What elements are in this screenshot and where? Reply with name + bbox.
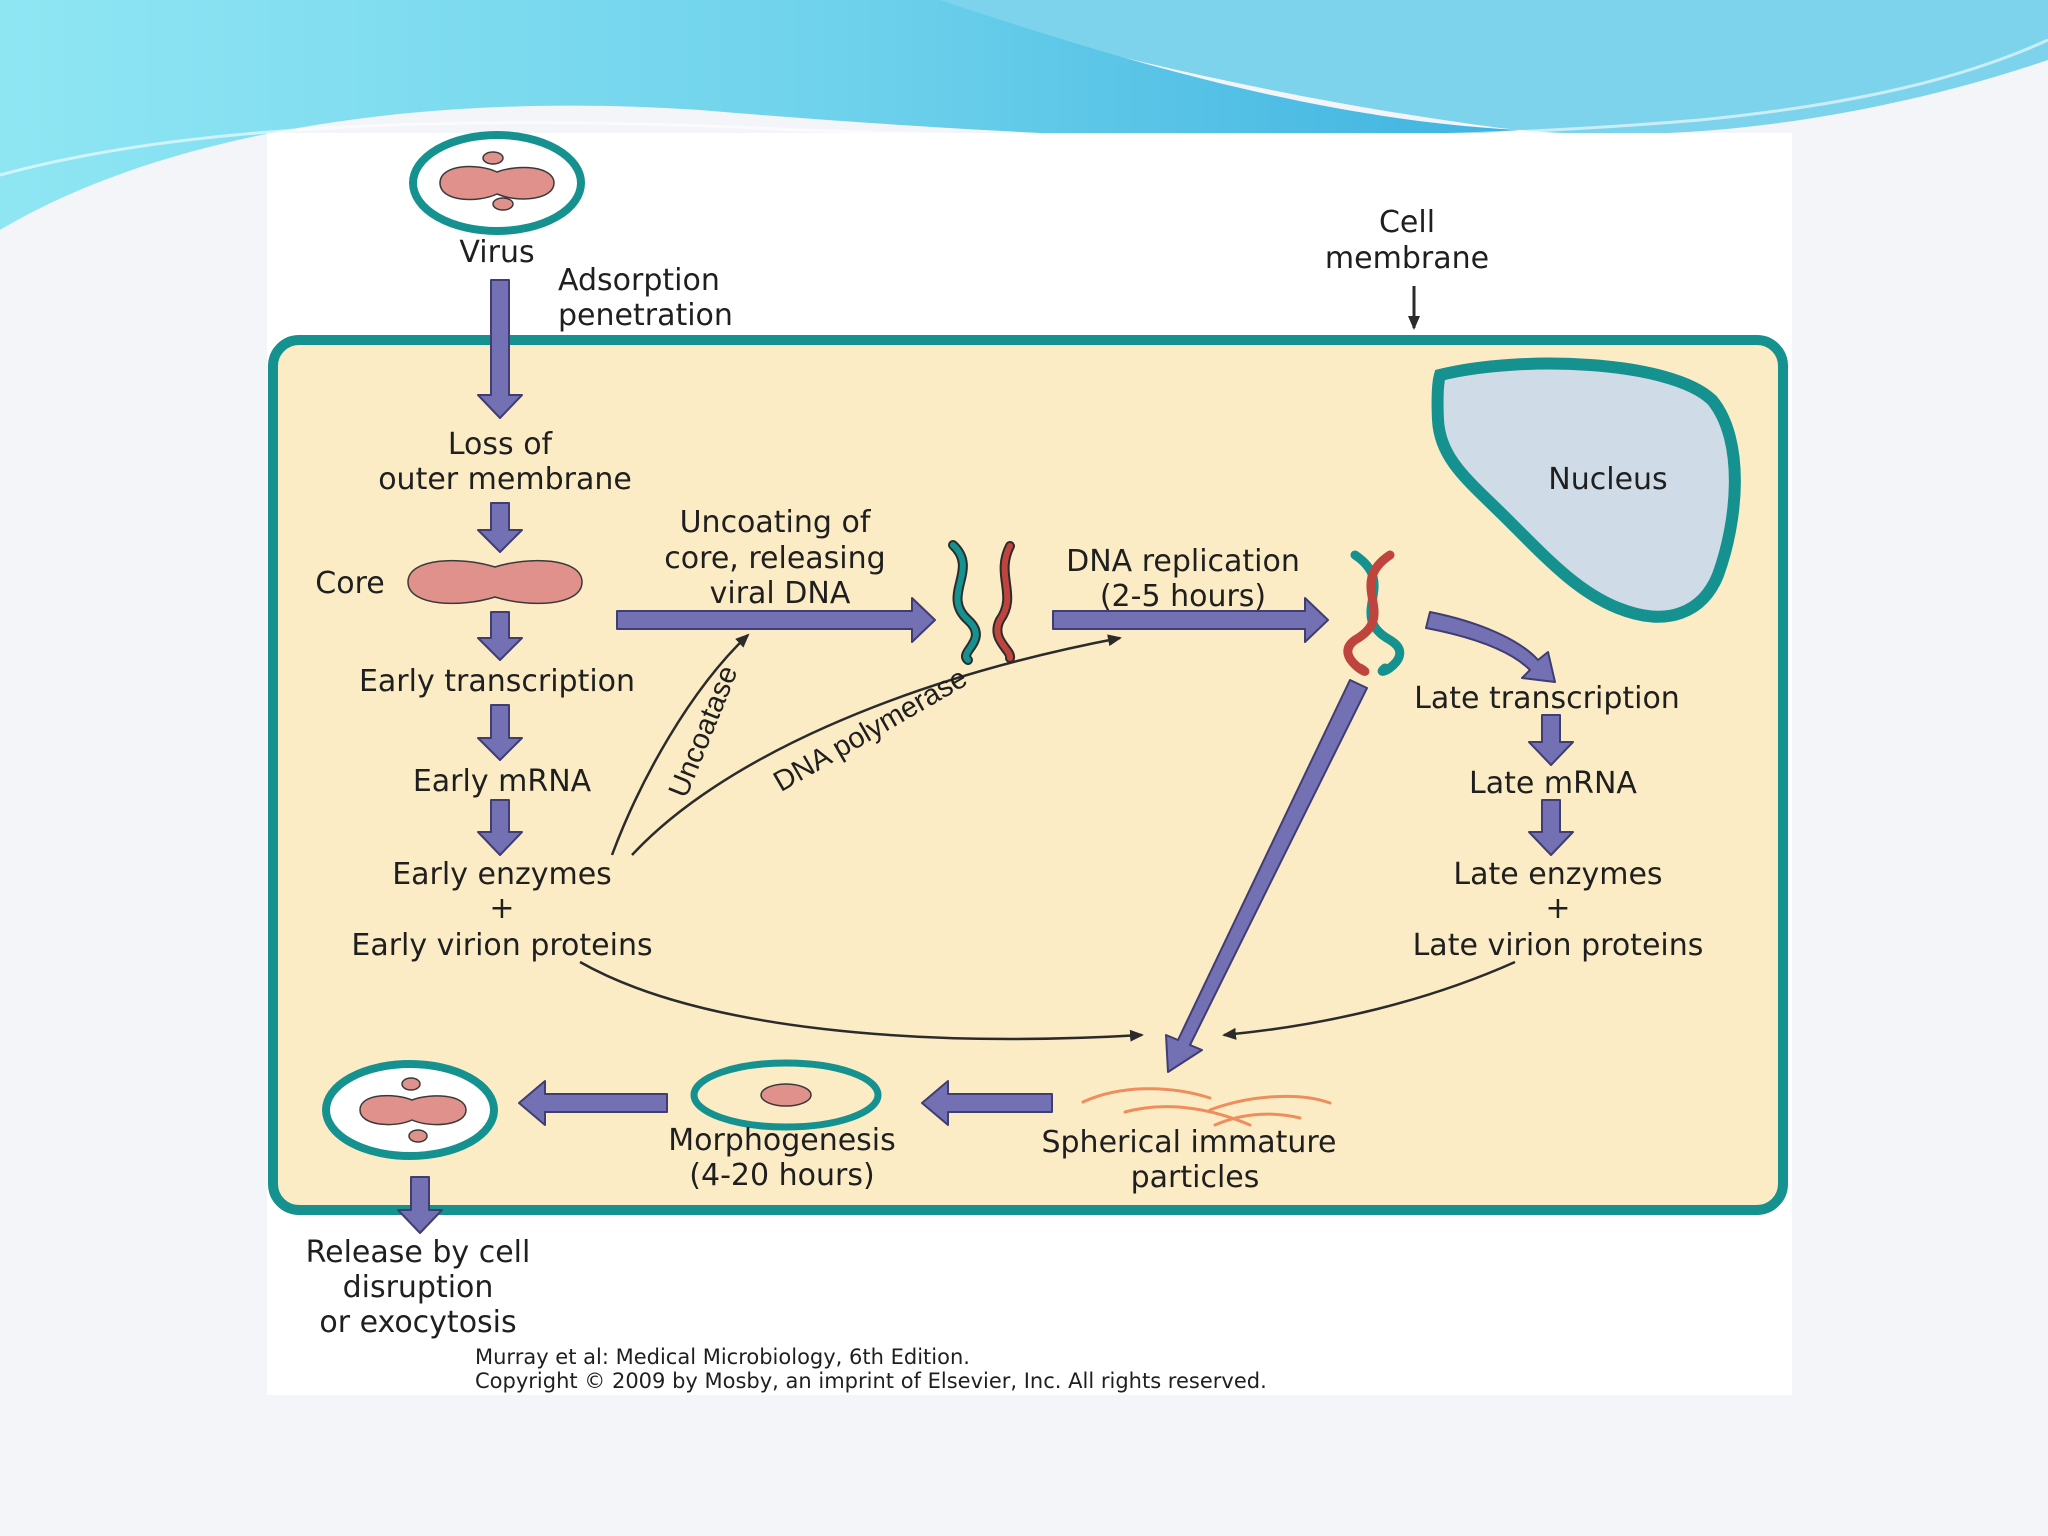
- label-disruption: disruption: [343, 1270, 494, 1305]
- label-late-mrna: Late mRNA: [1469, 766, 1637, 801]
- replicated-dna-helix: [1343, 550, 1405, 676]
- arrow-early-transcription-to-mrna[interactable]: [477, 704, 523, 761]
- label-late-transcription: Late transcription: [1414, 681, 1680, 716]
- label-early-mrna: Early mRNA: [413, 764, 592, 799]
- arrow-release[interactable]: [397, 1176, 443, 1234]
- arrow-adsorption[interactable]: [477, 279, 523, 419]
- arrow-dna-replication[interactable]: [1052, 597, 1329, 643]
- arrow-particles-to-morphogenesis[interactable]: [921, 1080, 1053, 1126]
- label-late-virion-proteins: Late virion proteins: [1413, 928, 1704, 963]
- viral-dna-strands: [948, 540, 1015, 665]
- immature-particles: [1081, 1087, 1332, 1127]
- label-dna-replication: DNA replication: [1066, 544, 1300, 579]
- label-early-transcription: Early transcription: [359, 664, 635, 699]
- label-morphogenesis: Morphogenesis: [668, 1123, 896, 1158]
- arrow-morphogenesis-to-virion[interactable]: [518, 1080, 668, 1126]
- arrow-late-mrna-to-enzymes[interactable]: [1528, 799, 1574, 856]
- arrow-dna-to-particles[interactable]: [1165, 679, 1368, 1073]
- enzyme-arrows: [579, 633, 1516, 1042]
- label-loss-of: Loss of: [448, 427, 554, 462]
- credit-source: Murray et al: Medical Microbiology, 6th …: [475, 1345, 970, 1369]
- label-dna-replication-time: (2-5 hours): [1100, 579, 1266, 614]
- arrow-to-late-transcription[interactable]: [1425, 611, 1556, 683]
- label-morphogenesis-time: (4-20 hours): [689, 1158, 874, 1193]
- label-uncoating-1: Uncoating of: [680, 505, 872, 540]
- label-cell: Cell: [1379, 205, 1435, 240]
- credit-copyright: Copyright © 2009 by Mosby, an imprint of…: [475, 1369, 1267, 1393]
- label-spherical-immature: Spherical immature: [1041, 1125, 1336, 1160]
- label-early-enzymes: Early enzymes: [392, 857, 612, 892]
- label-late-enzymes: Late enzymes: [1453, 857, 1662, 892]
- arrow-uncoating[interactable]: [616, 597, 936, 643]
- label-outer-membrane: outer membrane: [378, 462, 632, 497]
- label-early-plus: +: [489, 891, 514, 926]
- virus-particle: [409, 131, 585, 235]
- arrow-late-transcription-to-mrna[interactable]: [1528, 714, 1574, 766]
- label-membrane: membrane: [1325, 241, 1489, 276]
- label-late-plus: +: [1545, 891, 1570, 926]
- viral-core: [407, 559, 583, 605]
- process-arrows: [397, 279, 1574, 1234]
- arrow-core-to-early-transcription[interactable]: [477, 611, 523, 661]
- label-virus: Virus: [459, 235, 534, 270]
- label-nucleus: Nucleus: [1548, 462, 1667, 497]
- morphogenesis-virion: [690, 1059, 882, 1131]
- mature-virion: [322, 1060, 498, 1160]
- label-uncoating-2: core, releasing: [664, 541, 885, 576]
- nucleus: [1431, 357, 1741, 623]
- label-exocytosis: or exocytosis: [319, 1305, 516, 1340]
- label-adsorption: Adsorption: [558, 263, 720, 298]
- arrow-early-mrna-to-enzymes[interactable]: [477, 799, 523, 856]
- label-uncoating-3: viral DNA: [710, 576, 851, 611]
- label-penetration: penetration: [558, 298, 733, 333]
- label-early-virion-proteins: Early virion proteins: [351, 928, 652, 963]
- label-particles: particles: [1131, 1160, 1260, 1195]
- label-core: Core: [315, 566, 384, 601]
- label-release: Release by cell: [306, 1235, 531, 1270]
- arrow-loss-to-core[interactable]: [477, 502, 523, 553]
